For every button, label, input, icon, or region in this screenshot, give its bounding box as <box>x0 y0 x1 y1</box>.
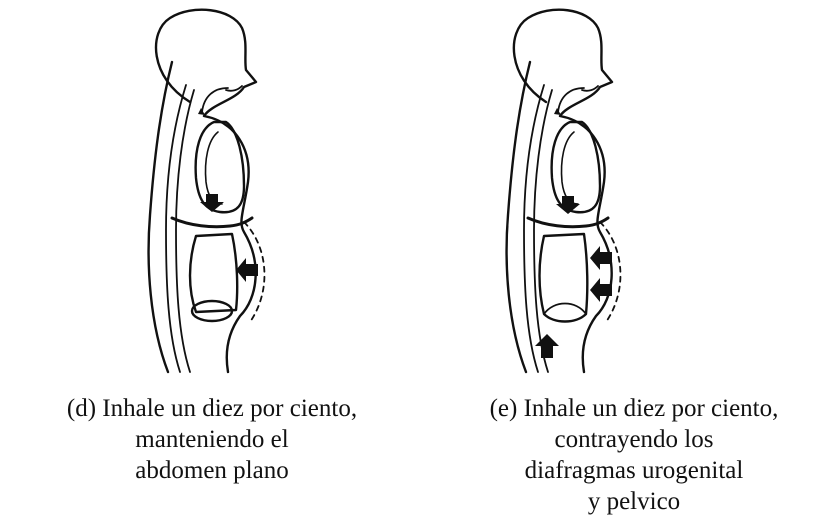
airflow-arrowhead <box>554 108 561 115</box>
airway-inner <box>534 90 552 372</box>
caption-e-line-3: diafragmas urogenital <box>426 455 832 486</box>
caption-e-line-4: y pelvico <box>426 486 832 517</box>
caption-d: (d) Inhale un diez por ciento, mantenien… <box>4 393 420 486</box>
body-illustration-d <box>0 0 416 385</box>
lung-outline <box>196 122 244 212</box>
lung-inner-outline <box>206 132 223 204</box>
airflow-arrowhead <box>198 108 205 115</box>
up-arrow-icon <box>535 334 559 358</box>
left-arrow-icon <box>590 278 612 302</box>
figure-d: (d) Inhale un diez por ciento, mantenien… <box>0 0 416 528</box>
caption-d-line-2: manteniendo el <box>4 424 420 455</box>
airway-inner <box>176 90 194 372</box>
body-illustration-e <box>416 0 832 385</box>
down-arrow-icon <box>200 194 224 212</box>
caption-e: (e) Inhale un diez por ciento, contrayen… <box>426 393 832 517</box>
caption-d-line-3: abdomen plano <box>4 455 420 486</box>
caption-e-line-2: contrayendo los <box>426 424 832 455</box>
airflow-line <box>558 88 584 112</box>
diaphragm-line <box>172 218 252 227</box>
lung-inner-outline <box>562 132 579 204</box>
caption-e-line-1: (e) Inhale un diez por ciento, <box>426 393 832 424</box>
figure-e: (e) Inhale un diez por ciento, contrayen… <box>416 0 832 528</box>
airflow-line <box>202 88 228 112</box>
pelvic-floor-curve <box>544 304 586 315</box>
back-outline <box>149 62 172 372</box>
diaphragm-line <box>528 218 608 227</box>
caption-d-line-1: (d) Inhale un diez por ciento, <box>4 393 420 424</box>
back-outline <box>507 62 530 372</box>
lung-outline <box>552 122 600 212</box>
